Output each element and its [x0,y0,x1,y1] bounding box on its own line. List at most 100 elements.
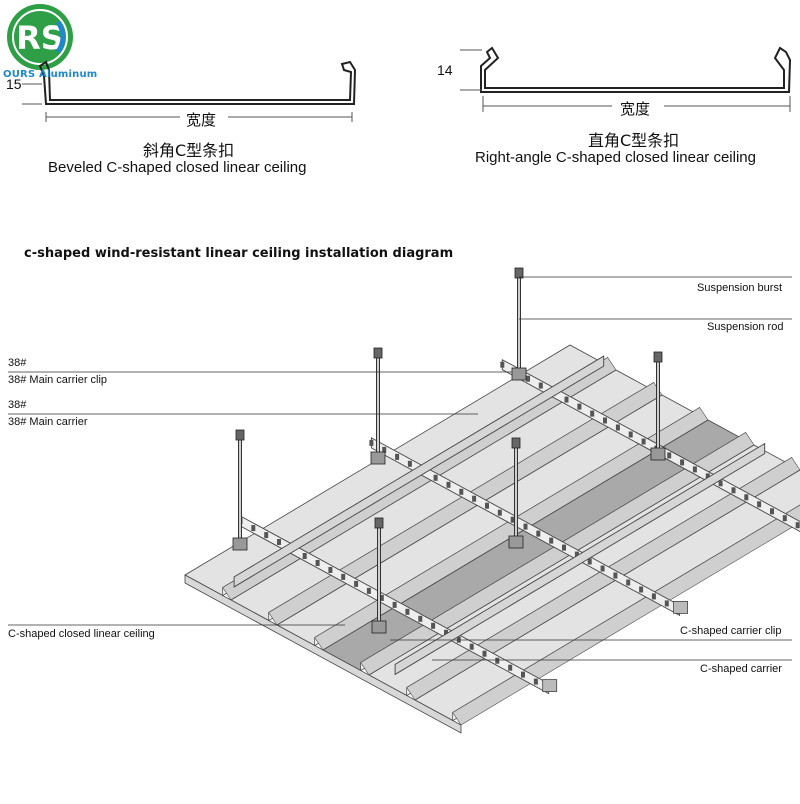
suspension-burst [653,351,663,363]
carrier-clip-tooth [251,525,256,532]
carrier-clip-tooth [538,382,543,389]
carrier-clip-tooth [731,487,736,494]
suspension-burst [373,347,383,359]
label-main-carrier-code: 38# [8,399,27,411]
carrier-clip-tooth [418,615,423,622]
carrier-clip-tooth [533,678,538,685]
carrier-clip-tooth [564,396,569,403]
carrier-clip-tooth [405,608,410,615]
carrier-clip-tooth [508,664,513,671]
carrier-clip-tooth [692,466,697,473]
carrier-clip-tooth [574,551,579,558]
carrier-clip-tooth [628,431,633,438]
carrier-clip-tooth [641,438,646,445]
label-suspension-rod: Suspension rod [707,321,784,333]
carrier-end [542,679,558,692]
carrier-clip-tooth [315,560,320,566]
main-carrier-clip [508,535,524,549]
label-suspension-burst: Suspension burst [697,282,782,294]
logo-mark: RS [16,19,64,57]
label-main-carrier: 38# Main carrier [8,416,88,428]
carrier-clip-tooth [500,361,505,368]
carrier-clip-tooth [444,629,448,636]
carrier-clip-tooth [369,439,374,446]
carrier-clip-tooth [446,481,451,488]
suspension-burst [514,267,524,279]
carrier-clip-tooth [459,488,464,495]
carrier-clip-tooth [302,553,307,559]
beveled-dimension-lines [22,83,353,122]
carrier-clip-tooth [680,459,685,466]
carrier-clip-tooth [264,532,269,539]
carrier-clip-tooth [770,508,774,515]
carrier-clip-tooth [603,417,607,424]
beveled-dimension-value: 15 [6,76,22,92]
main-carrier-clip [650,447,666,461]
carrier-clip-tooth [431,622,436,629]
main-carrier-clip [232,537,248,551]
carrier-clip-tooth [277,539,281,545]
carrier-clip-tooth [782,515,787,522]
carrier-clip-tooth [639,586,644,593]
label-carrier-clip: C-shaped carrier clip [680,625,782,637]
carrier-clip-tooth [600,565,605,572]
carrier-clip-tooth [433,474,438,481]
label-closed-linear-ceiling: C-shaped closed linear ceiling [8,628,155,640]
logo-text: OURS Aluminum [3,69,98,80]
carrier-clip-tooth [392,601,397,608]
carrier-clip-tooth [485,502,489,509]
carrier-clip-tooth [613,572,618,579]
carrier-clip-tooth [664,600,669,607]
carrier-clip-tooth [562,544,566,551]
carrier-clip-tooth [523,523,528,530]
carrier-clip-tooth [651,593,656,600]
carrier-clip-tooth [705,473,710,480]
carrier-clip-tooth [521,671,525,678]
beveled-name-cn: 斜角C型条扣 [143,141,235,160]
carrier-clip-tooth [395,453,400,460]
ceiling-front-edge [184,574,462,734]
label-main-carrier-clip: 38# Main carrier clip [8,374,108,386]
carrier-clip-tooth [341,573,346,580]
carrier-clip-tooth [469,643,474,650]
carrier-clip-tooth [590,410,595,417]
right-angle-profile-drawing [480,46,792,93]
suspension-burst [374,517,384,529]
carrier-clip-tooth [626,579,631,586]
suspension-rods [232,267,666,634]
carrier-clip-tooth [795,522,800,529]
main-carrier-38 [394,442,766,676]
carrier-clip-tooth [354,580,359,587]
strip-groove [452,504,800,726]
carrier-clip-tooth [718,480,723,487]
carrier-clip-tooth [328,567,333,573]
label-main-carrier-clip-code: 38# [8,357,27,369]
carrier-clip-tooth [615,424,620,431]
right-angle-name-en: Right-angle C-shaped closed linear ceili… [475,149,756,166]
ceiling-panels [184,344,800,734]
carrier-clip-tooth [510,516,515,523]
carrier-clip-tooth [482,650,487,657]
right-angle-name-cn: 直角C型条扣 [588,131,680,150]
right-angle-dimension-value: 14 [437,62,453,78]
label-carrier: C-shaped carrier [700,663,782,675]
beveled-name-en: Beveled C-shaped closed linear ceiling [48,159,307,176]
carrier-clip-tooth [744,494,749,501]
carrier-clip-tooth [497,509,502,516]
carrier-clip-tooth [472,495,477,502]
right-angle-width-label: 宽度 [620,100,651,118]
carrier-clip-tooth [577,403,582,410]
carrier-clip-tooth [549,537,554,544]
leader-lines [8,276,792,661]
main-carrier-clip [370,451,386,465]
diagram-title: c-shaped wind-resistant linear ceiling i… [24,246,454,261]
main-carrier-clip [511,367,527,381]
carrier-clip-tooth [366,587,371,594]
carrier-clip-tooth [407,460,412,467]
carrier-clip-tooth [526,375,530,382]
strip-groove [406,457,800,701]
main-carrier-clip [371,620,387,634]
carrier-clip-tooth [536,530,541,537]
carrier-clip-tooth [379,594,384,601]
